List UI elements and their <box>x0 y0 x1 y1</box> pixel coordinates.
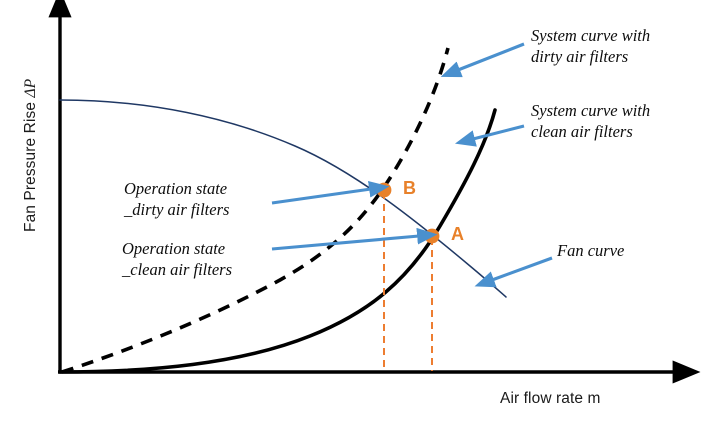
arrow-to-point-a <box>271 227 438 251</box>
x-axis-label: Air flow rate m <box>500 390 601 407</box>
system-curve-dirty <box>61 47 450 374</box>
callout-operation-state-clean-line1: Operation state <box>122 239 226 258</box>
system-curve-clean <box>58 108 497 374</box>
arrow-to-fan-curve <box>474 256 553 288</box>
callout-operation-state-dirty-line2: _dirty air filters <box>124 200 230 220</box>
callout-system-curve-clean-line2: clean air filters <box>531 122 633 142</box>
callout-arrows-group <box>271 42 553 288</box>
y-axis-label: Fan Pressure Rise ΔP <box>22 79 40 232</box>
callout-operation-state-dirty-line1: Operation state <box>124 179 228 198</box>
callout-fan-curve: Fan curve <box>557 240 624 261</box>
arrow-to-clean-curve <box>454 124 525 147</box>
y-axis-label-text: Fan Pressure Rise <box>22 97 39 232</box>
callout-system-curve-clean: System curve with clean air filters <box>531 100 650 142</box>
y-axis-label-symbol: ΔP <box>22 78 39 98</box>
callout-fan-curve-line1: Fan curve <box>557 241 625 260</box>
callout-system-curve-dirty-line2: dirty air filters <box>531 47 629 67</box>
arrow-to-point-b <box>271 180 390 205</box>
arrow-to-dirty-curve <box>440 42 525 78</box>
marker-point-a[interactable] <box>424 228 440 244</box>
callout-system-curve-dirty-line1: System curve with <box>531 26 651 45</box>
point-label-b: B <box>403 178 416 198</box>
callout-system-curve-clean-line1: System curve with <box>531 101 651 120</box>
marker-point-b[interactable] <box>376 182 392 198</box>
callout-operation-state-clean-line2: _clean air filters <box>122 260 232 280</box>
point-label-a: A <box>451 224 464 244</box>
callout-operation-state-clean: Operation state _clean air filters <box>122 238 232 280</box>
drop-lines-group <box>383 192 433 371</box>
callout-operation-state-dirty: Operation state _dirty air filters <box>124 178 229 220</box>
axes-group <box>48 0 701 384</box>
callout-system-curve-dirty: System curve with dirty air filters <box>531 25 650 67</box>
